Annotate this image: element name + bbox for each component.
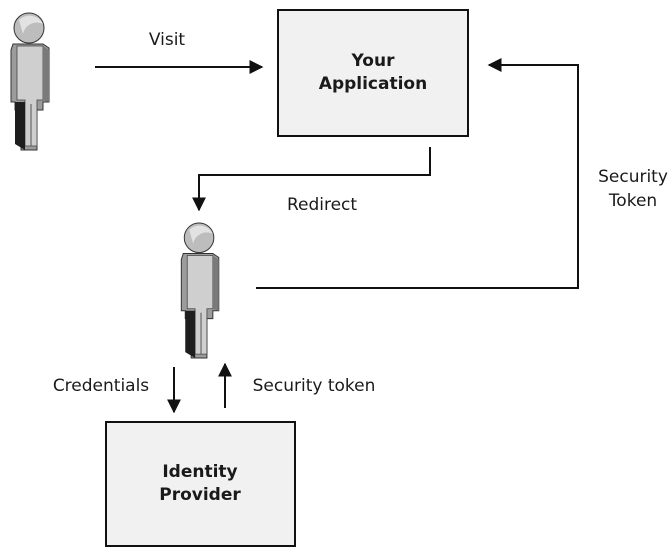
identity-provider-label-line2: Provider <box>159 485 241 505</box>
identity-provider-node: Identity Provider <box>105 421 296 547</box>
your-application-label-line2: Application <box>319 74 427 94</box>
credentials-connector: Credentials <box>53 367 181 414</box>
identity-provider-label-line1: Identity <box>162 462 237 482</box>
redirect-connector: Redirect <box>192 147 431 215</box>
security-token-up-connector: Security token <box>218 362 376 408</box>
redirect-label: Redirect <box>287 195 357 215</box>
credentials-label: Credentials <box>53 376 149 396</box>
security-token-right-label-line1: Security <box>598 167 668 187</box>
security-token-right-label-line2: Token <box>608 191 657 211</box>
your-application-box <box>277 9 469 137</box>
user-top-person-icon <box>10 12 50 151</box>
visit-connector: Visit <box>95 30 264 74</box>
redirect-arrow <box>192 147 431 212</box>
user-middle-person-icon <box>180 222 220 359</box>
visit-label: Visit <box>149 30 186 50</box>
security-token-return-connector: Security Token <box>256 58 668 289</box>
identity-provider-box <box>105 421 296 547</box>
your-application-node: Your Application <box>277 9 469 137</box>
security-token-bottom-label: Security token <box>253 376 376 396</box>
security-token-return-arrow <box>256 58 579 289</box>
your-application-label-line1: Your <box>351 51 396 71</box>
